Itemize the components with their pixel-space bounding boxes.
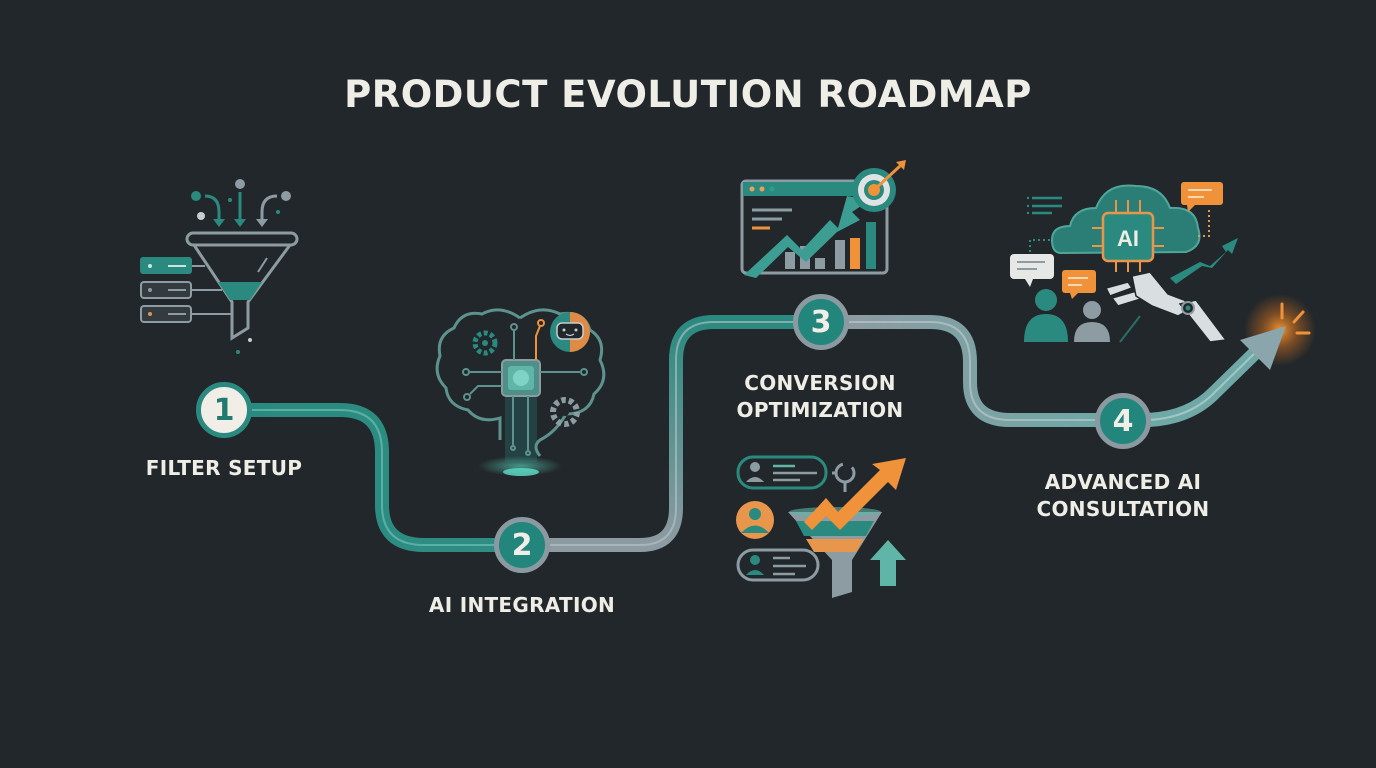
arrow-head-icon xyxy=(1240,326,1286,370)
step-1-number: 1 xyxy=(213,392,235,428)
step-1-label: FILTER SETUP xyxy=(124,455,324,482)
conversion-funnel-icon xyxy=(736,455,906,598)
step-2-label-text: AI INTEGRATION xyxy=(428,593,616,617)
step-1-marker: 1 xyxy=(196,382,252,438)
step-4-label-line2: CONSULTATION xyxy=(1036,497,1210,521)
step-4-label: ADVANCED AI CONSULTATION xyxy=(1012,469,1234,523)
step-2-number: 2 xyxy=(511,527,533,563)
ai-chip-label: AI xyxy=(1117,226,1139,251)
ai-brain-chip-icon xyxy=(435,308,606,476)
step-2-marker: 2 xyxy=(494,517,550,573)
step-1-label-text: FILTER SETUP xyxy=(145,456,303,480)
page-title: PRODUCT EVOLUTION ROADMAP xyxy=(344,73,1032,116)
ai-cloud-consultation-icon: AI xyxy=(1010,182,1238,343)
growth-chart-target-icon xyxy=(740,160,906,278)
step-2-label: AI INTEGRATION xyxy=(412,592,632,619)
step-4-number: 4 xyxy=(1112,403,1134,439)
step-3-marker: 3 xyxy=(793,294,849,350)
step-3-label-line2: OPTIMIZATION xyxy=(736,398,904,422)
step-3-label: CONVERSION OPTIMIZATION xyxy=(710,370,930,424)
step-3-number: 3 xyxy=(810,304,832,340)
funnel-filter-icon xyxy=(140,179,299,354)
step-4-marker: 4 xyxy=(1095,393,1151,449)
step-3-label-line1: CONVERSION xyxy=(744,371,896,395)
step-4-label-line1: ADVANCED AI xyxy=(1044,470,1202,494)
